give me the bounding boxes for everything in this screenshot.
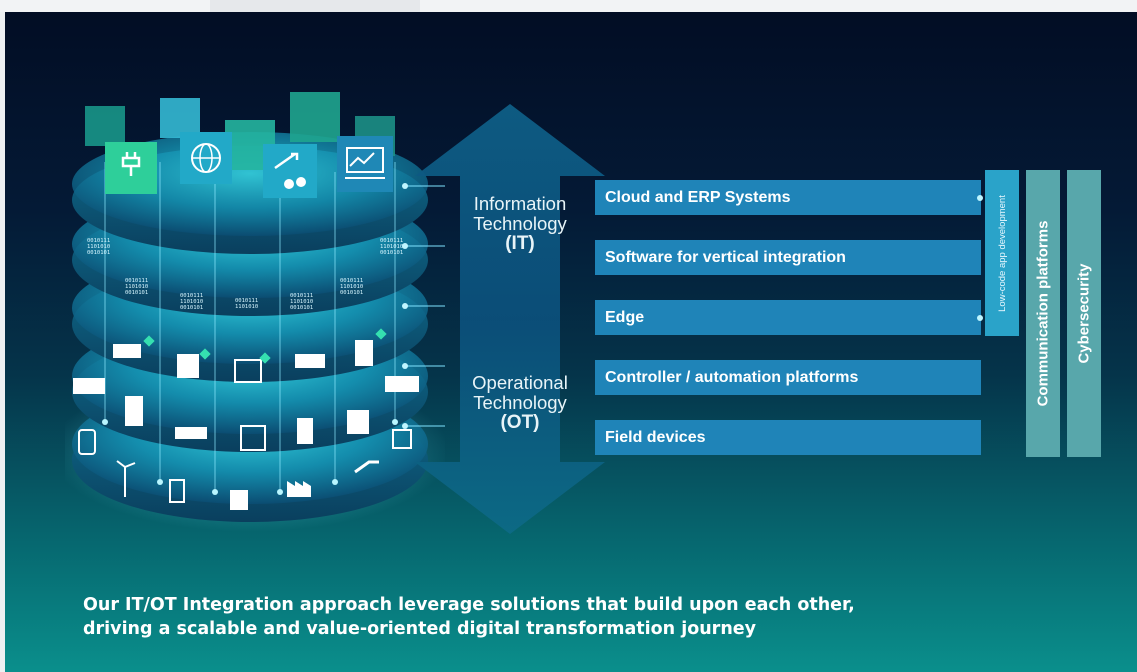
low-code-column: Low-code app development xyxy=(985,170,1019,336)
svg-text:1101010: 1101010 xyxy=(235,304,258,310)
svg-text:1101010: 1101010 xyxy=(340,284,363,290)
svg-text:0010111: 0010111 xyxy=(235,298,258,304)
it-label-line1: Information xyxy=(473,193,567,214)
svg-text:0010111: 0010111 xyxy=(125,278,148,284)
svg-text:0010111: 0010111 xyxy=(340,278,363,284)
wind-turbine-icon xyxy=(116,460,136,497)
caption: Our IT/OT Integration approach leverage … xyxy=(83,593,1083,641)
svg-text:0010111: 0010111 xyxy=(180,293,203,299)
layer-controller: Controller / automation platforms xyxy=(595,360,981,395)
cybersecurity-column: Cybersecurity xyxy=(1067,170,1101,457)
svg-text:0010111: 0010111 xyxy=(87,238,110,244)
svg-text:1101010: 1101010 xyxy=(125,284,148,290)
svg-text:0010101: 0010101 xyxy=(180,305,203,311)
svg-text:1101010: 1101010 xyxy=(290,299,313,305)
cybersecurity-label: Cybersecurity xyxy=(1075,263,1093,364)
caption-line2: driving a scalable and value-oriented di… xyxy=(83,619,757,639)
ot-label-abbr: (OT) xyxy=(500,412,540,433)
it-label-abbr: (IT) xyxy=(505,233,535,254)
wrench-icon xyxy=(263,144,317,198)
top-strip-block xyxy=(210,0,420,12)
it-label: Information Technology (IT) xyxy=(457,193,583,254)
robot-icon xyxy=(392,429,412,449)
low-code-label: Low-code app development xyxy=(996,194,1008,312)
it-label-line2: Technology xyxy=(473,212,567,234)
factory-icon xyxy=(287,481,311,497)
svg-text:0010111: 0010111 xyxy=(380,238,403,244)
stack-connectors xyxy=(402,183,445,429)
globe-icon xyxy=(180,132,232,184)
layer-field-devices: Field devices xyxy=(595,420,981,455)
escalator-icon xyxy=(354,460,379,474)
left-margin-strip xyxy=(0,0,5,672)
device-icons xyxy=(73,340,419,510)
communication-platforms-column: Communication platforms xyxy=(1026,170,1060,457)
train-icon xyxy=(78,429,96,455)
svg-text:0010101: 0010101 xyxy=(340,290,363,296)
svg-text:0010101: 0010101 xyxy=(380,250,403,256)
layer-edge: Edge xyxy=(595,300,981,335)
cabinet-icon xyxy=(113,344,141,358)
ot-label-line2: Technology xyxy=(473,391,567,413)
ot-label-line1: Operational xyxy=(472,372,568,393)
svg-text:1101010: 1101010 xyxy=(87,244,110,250)
bar-connectors xyxy=(977,195,983,321)
it-ot-double-arrow xyxy=(415,104,605,534)
power-plug-icon xyxy=(105,142,157,194)
svg-text:1101010: 1101010 xyxy=(180,299,203,305)
top-strip xyxy=(0,0,1137,12)
line-chart-monitor-icon xyxy=(337,136,393,192)
layer-cloud-erp: Cloud and ERP Systems xyxy=(595,180,981,215)
ot-label: Operational Technology (OT) xyxy=(457,372,583,433)
svg-text:0010101: 0010101 xyxy=(125,290,148,296)
svg-text:0010101: 0010101 xyxy=(87,250,110,256)
svg-text:1101010: 1101010 xyxy=(380,244,403,250)
layer-vertical-integration: Software for vertical integration xyxy=(595,240,981,275)
communication-platforms-label: Communication platforms xyxy=(1034,220,1052,407)
svg-text:0010101: 0010101 xyxy=(290,305,313,311)
caption-line1: Our IT/OT Integration approach leverage … xyxy=(83,595,855,615)
svg-text:0010111: 0010111 xyxy=(290,293,313,299)
